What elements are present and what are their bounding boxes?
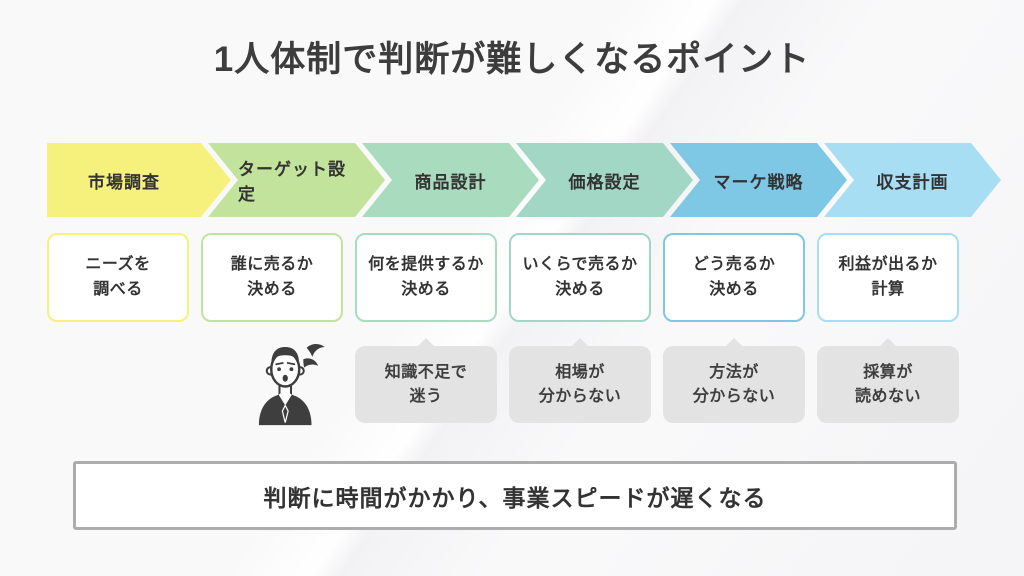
problem-line: 読めない xyxy=(854,387,921,405)
task-box-market-research: ニーズを 調べる xyxy=(47,233,189,322)
flow-step-label: 価格設定 xyxy=(568,172,641,192)
flow-step-product-design: 商品設計 xyxy=(362,143,539,217)
problem-line: 方法が xyxy=(709,363,759,381)
task-box-product-design: 何を提供するか 決める xyxy=(355,233,497,322)
flow-step-label: 市場調査 xyxy=(88,172,160,192)
flow-step-label: マーケ戦略 xyxy=(713,172,804,192)
task-box-financial-plan: 利益が出るか 計算 xyxy=(817,233,959,322)
flow-step-label: ターゲット設定 xyxy=(238,160,346,204)
problem-line: 分からない xyxy=(692,387,776,405)
problem-bubble-financial-plan: 採算が 読めない xyxy=(817,338,959,423)
worried-businessman-svg xyxy=(258,344,325,426)
task-line: いくらで売るか xyxy=(522,255,638,273)
problem-line: 知識不足で xyxy=(384,363,468,381)
conclusion-text: 判断に時間がかかり、事業スピードが遅くなる xyxy=(263,484,767,511)
task-line: ニーズを xyxy=(85,255,151,273)
flow-step-target-setting: ターゲット設定 xyxy=(208,143,385,217)
task-line: 何を提供するか xyxy=(368,255,484,273)
task-box-marketing-strategy: どう売るか 決める xyxy=(663,233,805,322)
problem-line: 迷う xyxy=(409,387,443,405)
conclusion-banner: 判断に時間がかかり、事業スピードが遅くなる xyxy=(73,461,957,530)
task-line: 決める xyxy=(247,280,297,298)
task-line: どう売るか xyxy=(692,255,776,273)
problem-line: 分からない xyxy=(538,387,622,405)
page-title: 1人体制で判断が難しくなるポイント xyxy=(213,40,811,79)
problem-line: 採算が xyxy=(863,363,913,381)
task-line: 計算 xyxy=(871,280,905,298)
problem-line: 相場が xyxy=(555,363,605,381)
process-flow: 市場調査 ターゲット設定 商品設計 価格設定 マーケ戦略 収支計画 xyxy=(0,143,1024,217)
flow-step-label: 収支計画 xyxy=(876,172,949,192)
task-line: 調べる xyxy=(93,280,143,298)
task-line: 決める xyxy=(401,280,451,298)
flow-step-market-research: 市場調査 xyxy=(47,143,231,217)
flow-step-label: 商品設計 xyxy=(414,172,487,192)
flow-step-pricing: 価格設定 xyxy=(516,143,693,217)
task-line: 利益が出るか xyxy=(838,255,938,273)
task-line: 決める xyxy=(709,280,759,298)
flow-step-financial-plan: 収支計画 xyxy=(824,143,1001,217)
task-line: 決める xyxy=(555,280,605,298)
task-box-target-setting: 誰に売るか 決める xyxy=(201,233,343,322)
problem-bubble-pricing: 相場が 分からない xyxy=(509,338,651,423)
worried-businessman-icon xyxy=(254,342,328,426)
task-box-pricing: いくらで売るか 決める xyxy=(509,233,651,322)
task-line: 誰に売るか xyxy=(230,255,314,273)
problem-bubble-marketing-strategy: 方法が 分からない xyxy=(663,338,805,423)
problem-bubble-product-design: 知識不足で 迷う xyxy=(355,338,497,423)
flow-step-marketing-strategy: マーケ戦略 xyxy=(670,143,847,217)
